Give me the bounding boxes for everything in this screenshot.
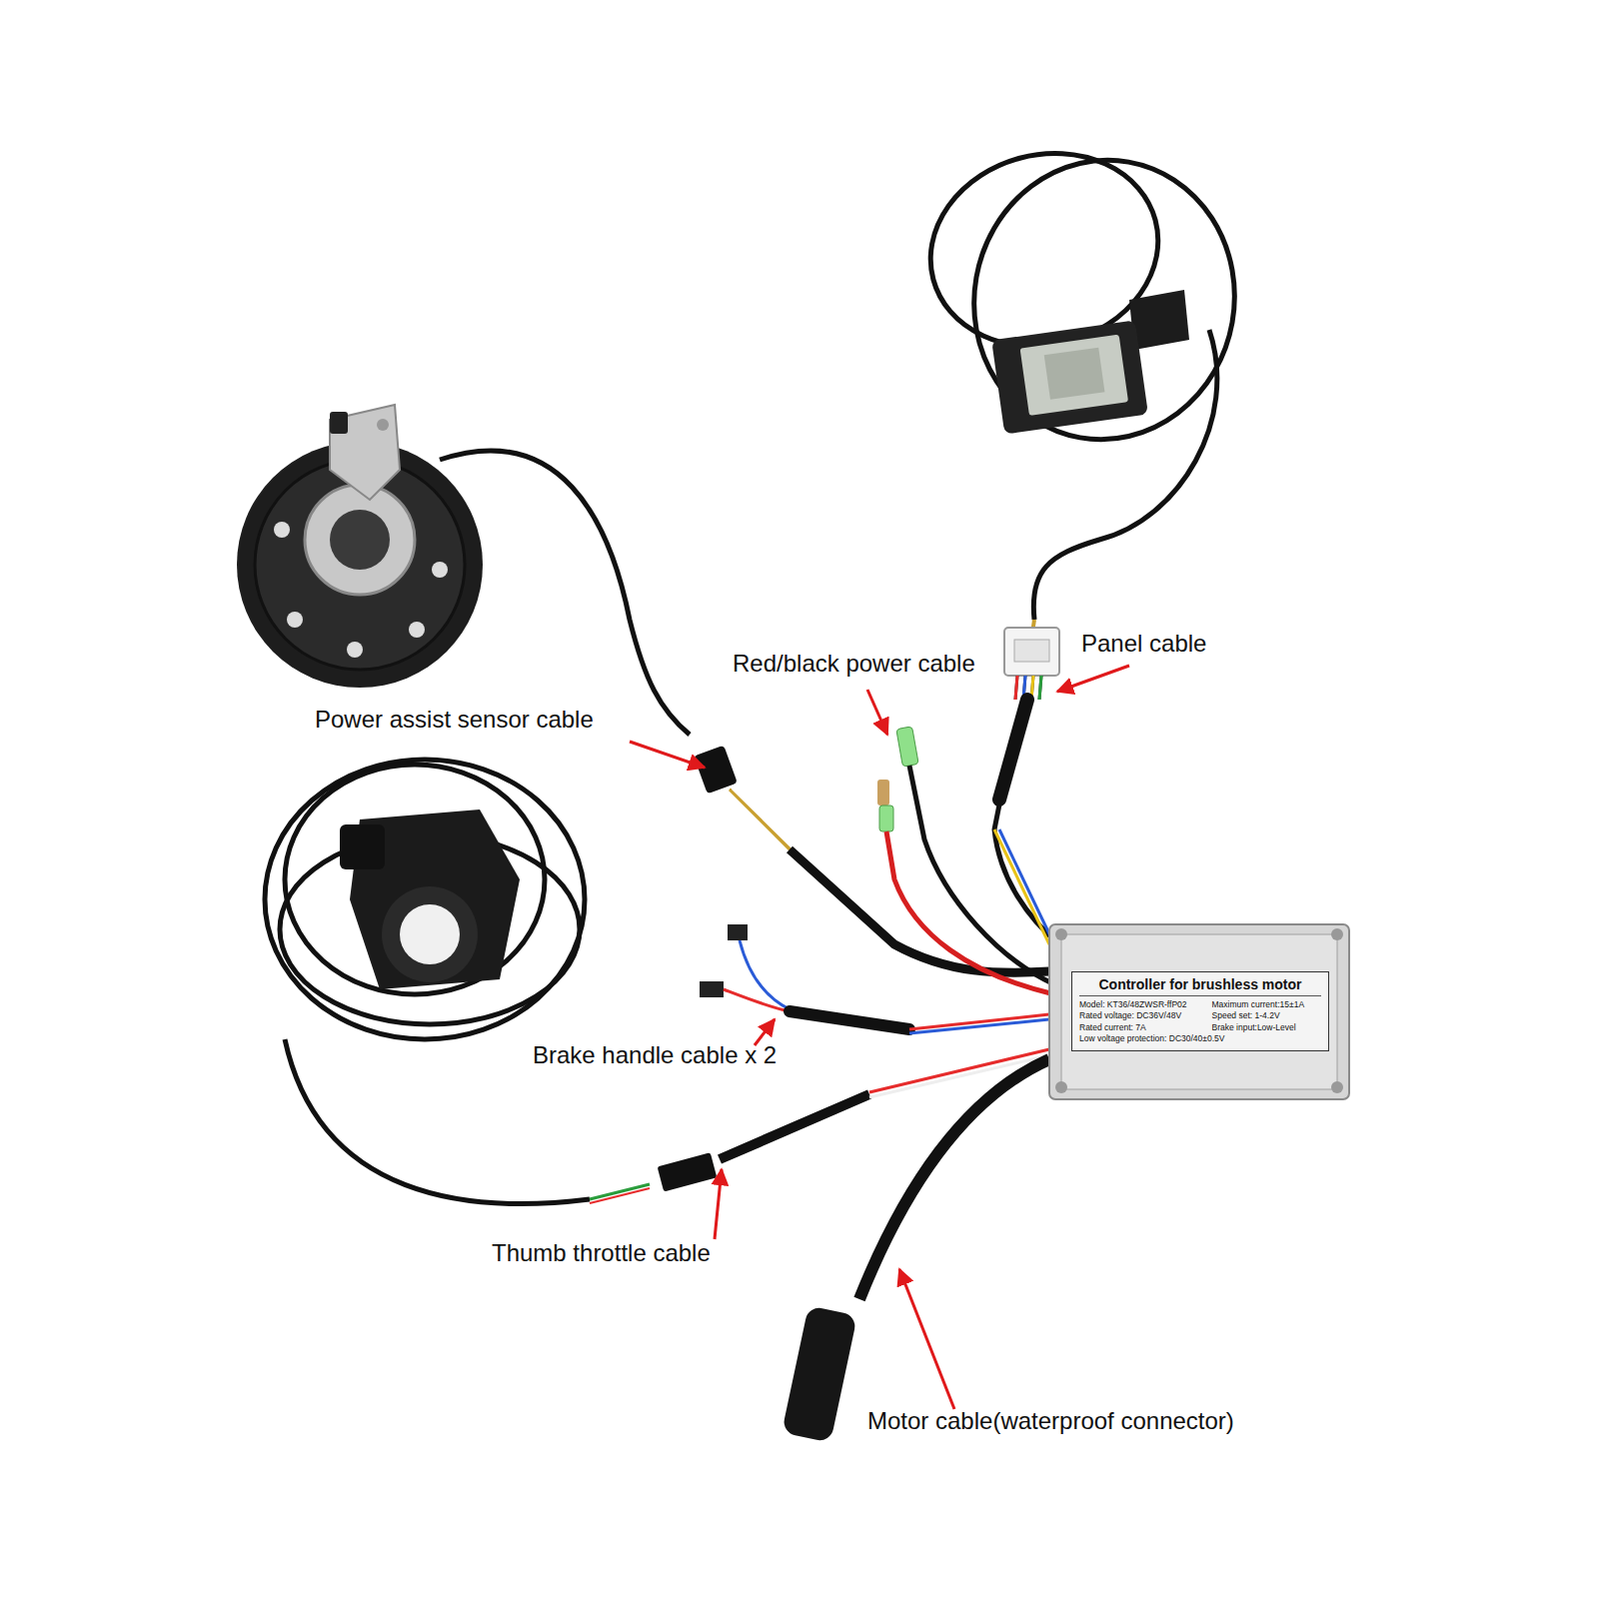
spec-text: Low voltage protection: DC30/40±0.5V (1079, 1033, 1322, 1045)
spec-text: Model: KT36/48ZWSR-ffP02 (1079, 999, 1205, 1011)
callout-label: Red/black power cable (732, 649, 976, 679)
spec-text: Maximum current:15±1A (1212, 999, 1322, 1011)
callout-label: Brake handle cable x 2 (532, 1041, 777, 1071)
callout-arrows (629, 665, 1130, 1410)
callout-label: Thumb throttle cable (491, 1239, 711, 1269)
controller-wires (994, 829, 1055, 945)
callout-label: Motor cable(waterproof connector) (867, 1407, 1235, 1437)
spec-text: Rated voltage: DC36V/48V (1079, 1010, 1205, 1022)
lcd-display (991, 289, 1190, 435)
spec-text: Rated current: 7A (1079, 1022, 1205, 1034)
spec-grid: Model: KT36/48ZWSR-ffP02 Maximum current:… (1079, 999, 1322, 1046)
controller-nameplate: Controller for brushless motorModel: KT3… (1071, 971, 1330, 1052)
controller-housing (1049, 924, 1350, 1100)
panel-connector (999, 619, 1060, 800)
spec-text: Speed set: 1-4.2V (1212, 1010, 1322, 1022)
thumb-throttle (264, 759, 1050, 1205)
motor-cable (781, 1059, 1050, 1444)
plate-title: Controller for brushless motor (1079, 976, 1322, 997)
brake-cables (699, 924, 1050, 1034)
panel-wire (908, 127, 1257, 945)
spec-text: Brake input:Low-Level (1212, 1022, 1322, 1034)
power-cable (877, 726, 1055, 995)
callout-label: Panel cable (1081, 629, 1207, 659)
callout-label: Power assist sensor cable (314, 705, 594, 735)
